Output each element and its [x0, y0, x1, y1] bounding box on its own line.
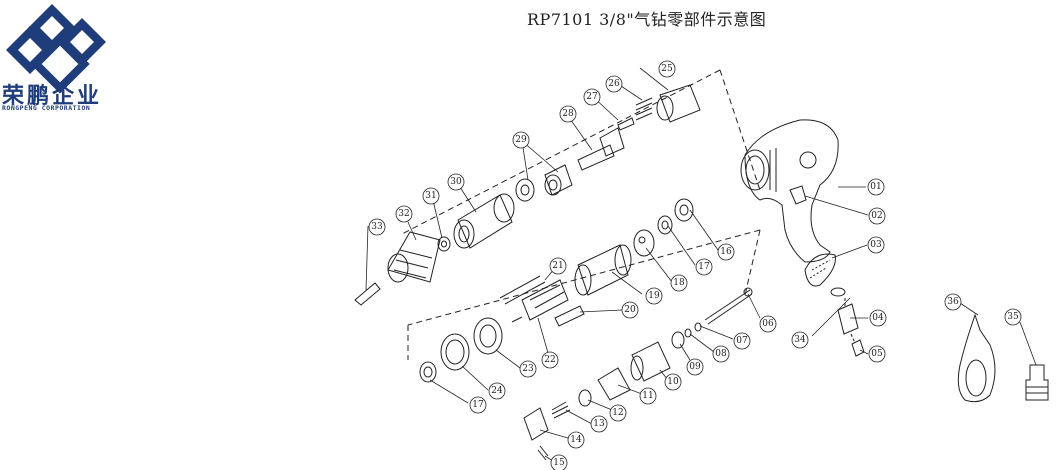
callout-11: 11: [642, 391, 653, 401]
callout-12: 12: [612, 408, 623, 418]
callout-27: 27: [586, 92, 598, 102]
callout-03: 03: [870, 240, 882, 250]
callout-23: 23: [522, 364, 534, 374]
callout-31: 31: [425, 191, 436, 201]
callout-30: 30: [450, 177, 462, 187]
callout-15: 15: [553, 458, 565, 468]
callout-35: 35: [1007, 312, 1019, 322]
page-title: RP7101 3/8"气钻零部件示意图: [527, 10, 767, 29]
callout-25: 25: [661, 64, 673, 74]
callout-34: 34: [794, 335, 806, 345]
callout-01: 01: [870, 182, 881, 192]
callout-05: 05: [871, 349, 883, 359]
callout-16: 16: [720, 247, 732, 257]
callout-22: 22: [544, 355, 555, 365]
callout-18: 18: [673, 278, 685, 288]
callout-10: 10: [667, 377, 679, 387]
callout-08: 08: [715, 349, 727, 359]
callout-33: 33: [371, 222, 383, 232]
brand-subtitle: RONGPENG CORPORATION: [2, 104, 91, 112]
callout-04: 04: [872, 313, 884, 323]
company-logo-icon: [6, 4, 106, 94]
callout-26: 26: [608, 79, 620, 89]
callout-32: 32: [398, 209, 409, 219]
callout-21: 21: [552, 261, 563, 271]
callout-19: 19: [648, 291, 660, 301]
callout-29: 29: [515, 135, 527, 145]
callout-06: 06: [762, 319, 774, 329]
callout-09: 09: [689, 362, 701, 372]
callout-17-lower: 17: [472, 400, 484, 410]
callout-36: 36: [947, 297, 959, 307]
callout-14: 14: [570, 435, 582, 445]
callout-13: 13: [593, 419, 605, 429]
callout-17: 17: [698, 262, 710, 272]
callout-07: 07: [736, 336, 748, 346]
callout-24: 24: [491, 386, 503, 396]
brand-name: 荣鹏企业: [2, 84, 103, 109]
callout-28: 28: [562, 109, 574, 119]
callout-02: 02: [871, 211, 882, 221]
callout-20: 20: [624, 305, 636, 315]
